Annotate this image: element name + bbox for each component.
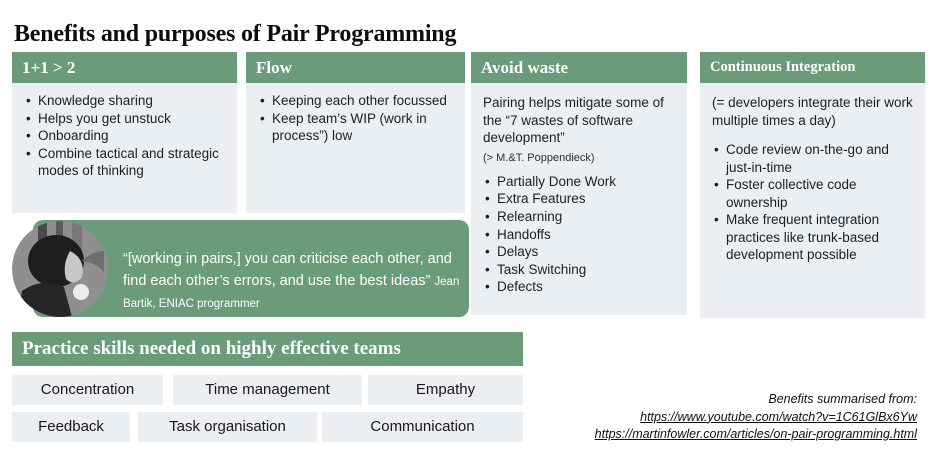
column-continuous-integration: Continuous Integration (= developers int…	[700, 52, 925, 318]
column-intro: (= developers integrate their work multi…	[712, 95, 913, 128]
bullet-item: Delays	[483, 243, 679, 261]
column-one-plus-one: 1+1 > 2 Knowledge sharing Helps you get …	[12, 52, 237, 213]
quote-attribution: Jean Bartik, ENIAC programmer	[123, 275, 460, 310]
bullet-item: Onboarding	[24, 127, 229, 145]
source-link-youtube[interactable]: https://www.youtube.com/watch?v=1C61GlBx…	[640, 409, 917, 424]
column-header: Flow	[246, 52, 465, 83]
page-title: Benefits and purposes of Pair Programmin…	[14, 21, 457, 48]
column-body: (= developers integrate their work multi…	[700, 83, 925, 318]
column-header: Continuous Integration	[700, 52, 925, 83]
column-flow: Flow Keeping each other focussed Keep te…	[246, 52, 465, 213]
bullet-list: Code review on-the-go and just-in-time F…	[712, 141, 917, 264]
bullet-item: Make frequent integration practices like…	[712, 211, 917, 264]
bullet-list: Keeping each other focussed Keep team’s …	[258, 92, 457, 145]
portrait-illustration	[12, 221, 108, 317]
skill-chip-task-organisation: Task organisation	[138, 412, 317, 442]
bullet-item: Code review on-the-go and just-in-time	[712, 141, 917, 176]
column-header: Avoid waste	[471, 52, 687, 83]
bullet-item: Combine tactical and strategic modes of …	[24, 145, 229, 180]
sources-label: Benefits summarised from:	[768, 392, 917, 406]
bullet-item: Partially Done Work	[483, 173, 679, 191]
column-source-note: (> M.&T. Poppendieck)	[483, 151, 595, 164]
column-body: Pairing helps mitigate some of the “7 wa…	[471, 83, 687, 315]
bullet-item: Extra Features	[483, 190, 679, 208]
bullet-list: Partially Done Work Extra Features Relea…	[483, 173, 679, 296]
jean-bartik-photo	[12, 221, 108, 317]
bullet-list: Knowledge sharing Helps you get unstuck …	[24, 92, 229, 180]
bullet-item: Keep team’s WIP (work in process”) low	[258, 110, 457, 145]
skill-chip-concentration: Concentration	[12, 375, 163, 405]
column-intro: Pairing helps mitigate some of the “7 wa…	[483, 95, 664, 146]
bullet-item: Relearning	[483, 208, 679, 226]
bullet-item: Helps you get unstuck	[24, 110, 229, 128]
skill-chip-time-management: Time management	[173, 375, 362, 405]
bullet-item: Defects	[483, 278, 679, 296]
sources-block: Benefits summarised from: https://www.yo…	[595, 391, 917, 444]
source-link-martinfowler[interactable]: https://martinfowler.com/articles/on-pai…	[594, 427, 917, 441]
column-avoid-waste: Avoid waste Pairing helps mitigate some …	[471, 52, 687, 315]
bullet-item: Foster collective code ownership	[712, 176, 917, 211]
skill-chip-empathy: Empathy	[368, 375, 523, 405]
bullet-item: Handoffs	[483, 226, 679, 244]
quote-text-block: “[working in pairs,] you can criticise e…	[123, 248, 461, 314]
skill-chip-communication: Communication	[322, 412, 523, 442]
skill-chip-feedback: Feedback	[12, 412, 130, 442]
column-header: 1+1 > 2	[12, 52, 237, 83]
column-body: Keeping each other focussed Keep team’s …	[246, 83, 465, 213]
skills-section-header: Practice skills needed on highly effecti…	[12, 332, 523, 366]
quote-text: “[working in pairs,] you can criticise e…	[123, 250, 452, 289]
bullet-item: Task Switching	[483, 261, 679, 279]
column-body: Knowledge sharing Helps you get unstuck …	[12, 83, 237, 213]
bullet-item: Keeping each other focussed	[258, 92, 457, 110]
bullet-item: Knowledge sharing	[24, 92, 229, 110]
